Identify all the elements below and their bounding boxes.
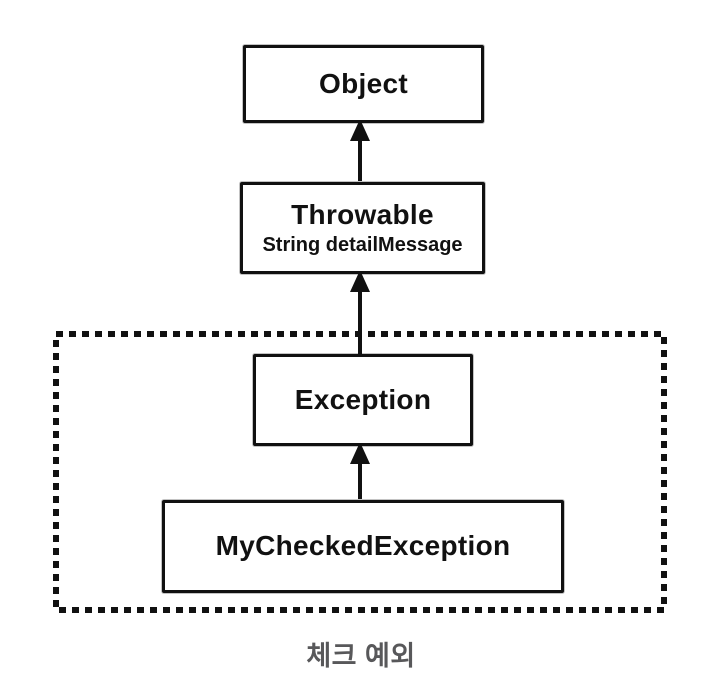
node-object: Object xyxy=(243,45,484,123)
inheritance-arrow-head-mychecked-to-exception xyxy=(350,442,370,464)
inheritance-arrow-head-exception-to-throwable xyxy=(350,270,370,292)
node-throwable-field: String detailMessage xyxy=(262,233,463,256)
node-object-label: Object xyxy=(319,67,408,99)
inheritance-arrow-head-throwable-to-object xyxy=(350,119,370,141)
group-caption: 체크 예외 xyxy=(306,641,416,671)
node-throwable: Throwable String detailMessage xyxy=(240,182,485,274)
node-exception: Exception xyxy=(253,354,473,446)
node-throwable-label: Throwable xyxy=(291,199,434,231)
node-my-checked-exception: MyCheckedException xyxy=(162,500,564,593)
node-my-checked-exception-label: MyCheckedException xyxy=(215,530,511,562)
node-exception-label: Exception xyxy=(294,383,432,415)
